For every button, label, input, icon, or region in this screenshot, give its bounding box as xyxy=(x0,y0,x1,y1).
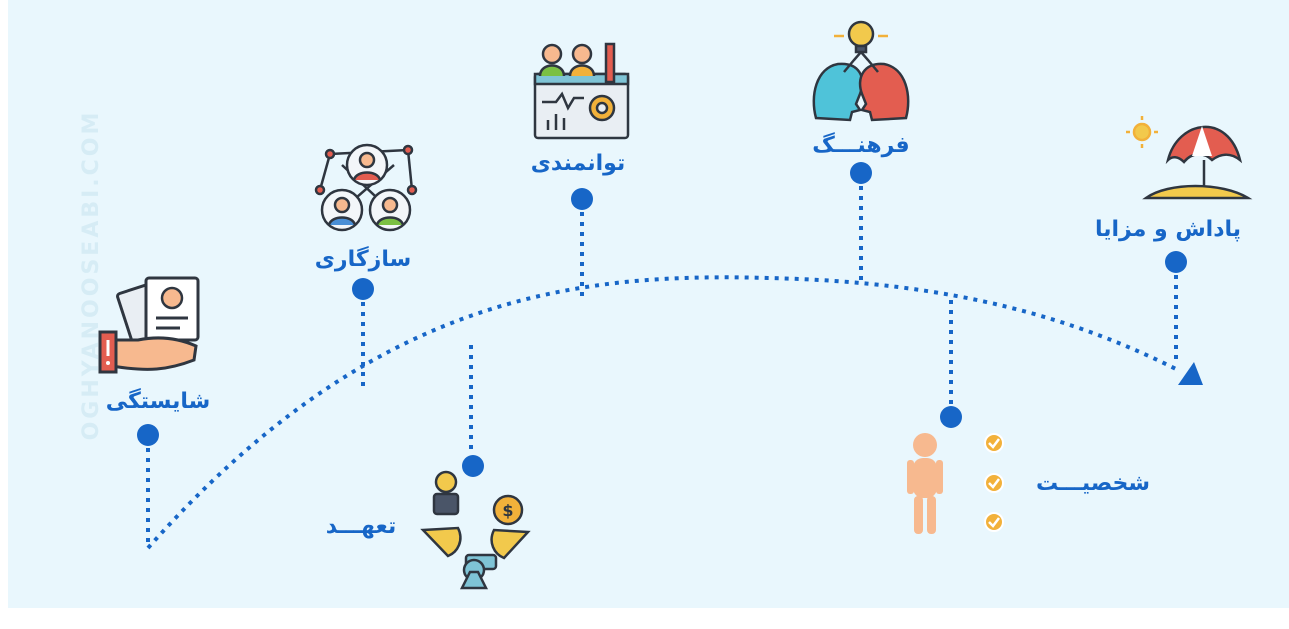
team-presentation-board-icon xyxy=(533,42,630,140)
timeline-arrowhead xyxy=(1178,362,1203,385)
milestone-label-compatibility: سازگاری xyxy=(315,245,411,272)
node-dot-1 xyxy=(137,424,159,446)
handshake-commitment-icon: $ xyxy=(420,470,531,590)
milestone-label-rewards: پاداش و مزایا xyxy=(1095,217,1241,242)
timeline-curve xyxy=(146,275,1179,550)
node-dot-3 xyxy=(462,455,484,477)
person-checklist-icon xyxy=(907,433,1004,534)
node-dot-6 xyxy=(940,406,962,428)
diagram-stage: OGHYANOOSEABI.COM شایستگی سازگاری تعهـــ… xyxy=(8,0,1289,608)
hand-holding-resume-icon xyxy=(98,276,200,374)
milestone-label-culture: فرهنـــگ xyxy=(812,131,909,158)
svg-text:$: $ xyxy=(502,501,513,520)
milestone-label-capability: توانمندی xyxy=(531,151,625,176)
milestone-label-competence: شایستگی xyxy=(106,387,211,414)
milestone-label-commitment: تعهـــد xyxy=(326,514,396,539)
node-dot-4 xyxy=(571,188,593,210)
node-dot-7 xyxy=(1165,251,1187,273)
watermark-text: OGHYANOOSEABI.COM xyxy=(79,110,104,441)
node-dot-2 xyxy=(352,278,374,300)
two-heads-idea-icon xyxy=(812,20,910,122)
timeline-diagram: OGHYANOOSEABI.COM شایستگی سازگاری تعهـــ… xyxy=(79,20,1253,590)
people-network-icon xyxy=(314,143,418,232)
milestone-label-personality: شخصیـــت xyxy=(1036,471,1150,496)
beach-umbrella-icon xyxy=(1126,116,1253,200)
node-dot-5 xyxy=(850,162,872,184)
